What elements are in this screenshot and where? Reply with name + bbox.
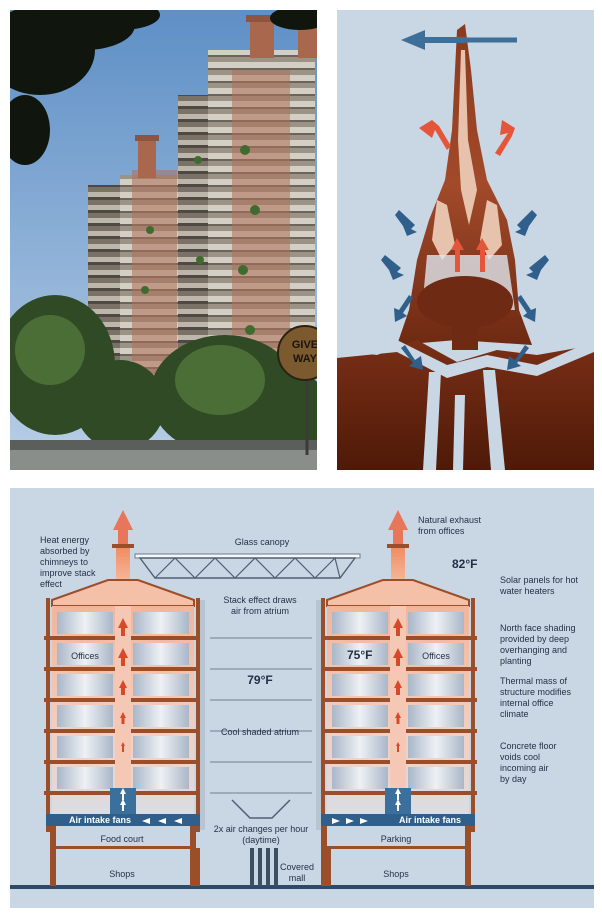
label-stack-effect: Stack effect draws air from atrium xyxy=(223,595,297,616)
svg-text:North face shading: North face shading xyxy=(500,623,576,633)
building-section-illustration: Heat energy absorbed by chimneys to impr… xyxy=(10,510,594,889)
label-temp-right-office: 75°F xyxy=(347,648,372,662)
label-air-intake-left: Air intake fans xyxy=(69,815,131,825)
label-heat-energy: Heat energy absorbed by chimneys to impr… xyxy=(40,535,96,589)
svg-text:water heaters: water heaters xyxy=(499,586,555,596)
label-air-intake-right: Air intake fans xyxy=(399,815,461,825)
sign-text-line1: GIVE xyxy=(292,339,317,351)
building-photo-illustration: GIVE WAY xyxy=(10,10,317,470)
svg-text:effect: effect xyxy=(40,579,62,589)
label-covered-mall: Covered mall xyxy=(280,862,314,883)
svg-text:2x air changes per hour: 2x air changes per hour xyxy=(214,824,309,834)
label-concrete-floor: Concrete floor voids cool incoming air b… xyxy=(500,741,557,784)
svg-text:from offices: from offices xyxy=(418,526,465,536)
left-exhaust-arrow xyxy=(113,510,133,548)
label-offices-right: Offices xyxy=(422,651,450,661)
label-shops-right: Shops xyxy=(383,869,409,879)
right-exhaust-arrow xyxy=(388,510,408,548)
sign-text-line2: WAY xyxy=(293,353,317,365)
label-shops-left: Shops xyxy=(109,869,135,879)
svg-text:improve stack: improve stack xyxy=(40,568,96,578)
svg-text:by day: by day xyxy=(500,774,527,784)
building-photo: GIVE WAY xyxy=(10,10,317,470)
svg-text:internal office: internal office xyxy=(500,698,553,708)
label-food-court: Food court xyxy=(100,834,144,844)
svg-text:planting: planting xyxy=(500,656,532,666)
label-air-changes: 2x air changes per hour (daytime) xyxy=(214,824,309,845)
give-way-sign xyxy=(277,325,317,381)
svg-text:Concrete floor: Concrete floor xyxy=(500,741,557,751)
svg-text:(daytime): (daytime) xyxy=(242,835,280,845)
svg-text:Natural exhaust: Natural exhaust xyxy=(418,515,482,525)
svg-text:climate: climate xyxy=(500,709,529,719)
svg-text:Thermal mass of: Thermal mass of xyxy=(500,676,568,686)
atrium xyxy=(134,553,361,886)
label-cool-atrium: Cool shaded atrium xyxy=(221,727,299,737)
svg-text:structure modifies: structure modifies xyxy=(500,687,572,697)
label-thermal-mass: Thermal mass of structure modifies inter… xyxy=(500,676,572,719)
svg-text:Covered: Covered xyxy=(280,862,314,872)
left-tower xyxy=(44,510,202,886)
svg-text:Solar panels for hot: Solar panels for hot xyxy=(500,575,579,585)
svg-text:incoming air: incoming air xyxy=(500,763,549,773)
label-north-face: North face shading provided by deep over… xyxy=(500,623,576,666)
svg-text:absorbed by: absorbed by xyxy=(40,546,90,556)
termite-mound-diagram xyxy=(337,10,594,470)
label-temp-top-right: 82°F xyxy=(452,557,477,571)
svg-text:mall: mall xyxy=(289,873,306,883)
building-section-diagram: Heat energy absorbed by chimneys to impr… xyxy=(10,488,594,908)
label-parking: Parking xyxy=(381,834,412,844)
svg-text:Heat energy: Heat energy xyxy=(40,535,90,545)
svg-text:provided by deep: provided by deep xyxy=(500,634,569,644)
right-tower xyxy=(319,510,477,886)
label-offices-left: Offices xyxy=(71,651,99,661)
label-glass-canopy: Glass canopy xyxy=(235,537,290,547)
label-natural-exhaust: Natural exhaust from offices xyxy=(418,515,482,536)
label-solar-panels: Solar panels for hot water heaters xyxy=(499,575,579,596)
svg-text:air from atrium: air from atrium xyxy=(231,606,289,616)
svg-text:voids cool: voids cool xyxy=(500,752,540,762)
svg-text:chimneys to: chimneys to xyxy=(40,557,88,567)
label-temp-atrium: 79°F xyxy=(247,673,272,687)
svg-text:overhanging and: overhanging and xyxy=(500,645,567,655)
termite-mound-illustration xyxy=(337,10,594,470)
svg-text:Stack effect draws: Stack effect draws xyxy=(223,595,297,605)
